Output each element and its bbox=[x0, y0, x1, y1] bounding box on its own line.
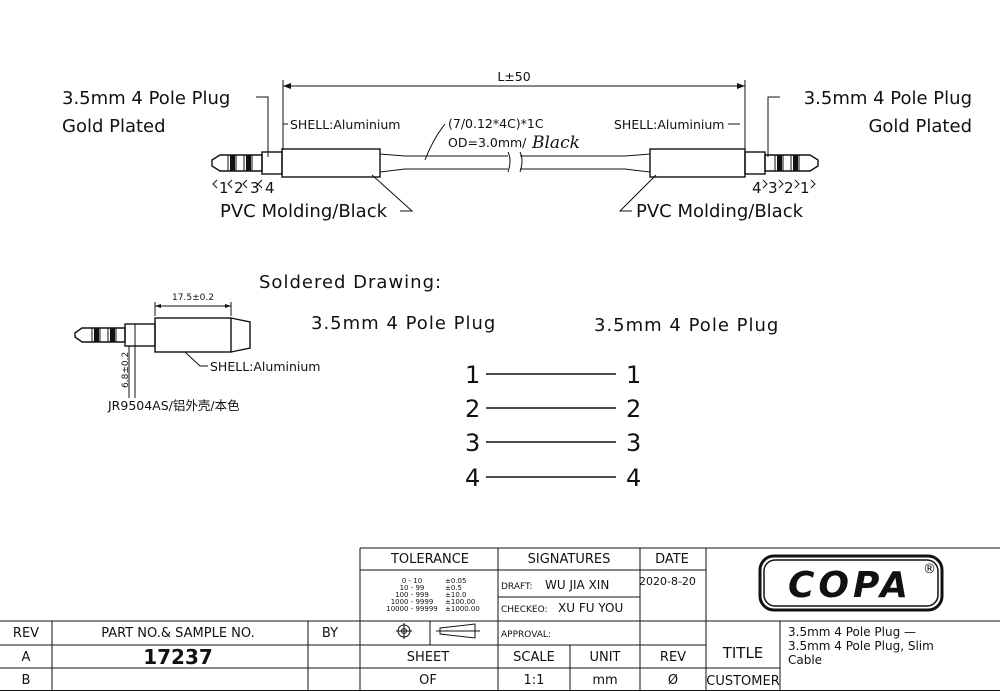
rev2-value: Ø bbox=[668, 673, 678, 688]
rev-a: A bbox=[22, 650, 31, 665]
rev-b: B bbox=[22, 673, 31, 688]
scale-header: SCALE bbox=[513, 650, 555, 665]
pin-right-4: 4 bbox=[752, 179, 762, 197]
right-plug-leader bbox=[767, 96, 780, 157]
molding-left-leader bbox=[371, 174, 414, 212]
pins-left: 1 2 3 4 bbox=[212, 179, 275, 197]
draft-name: WU JIA XIN bbox=[545, 578, 609, 592]
left-plug bbox=[211, 148, 511, 178]
tol-range-5: 10000 - 99999 bbox=[386, 605, 438, 613]
tol-value-2: ±0.5 bbox=[445, 584, 462, 592]
shell-right-label: SHELL:Aluminium bbox=[614, 117, 724, 132]
approval-label: APPROVAL: bbox=[501, 630, 551, 640]
pin-left-4: 4 bbox=[265, 179, 275, 197]
pin-right-2: 2 bbox=[784, 179, 794, 197]
soldered-left-header: 3.5mm 4 Pole Plug bbox=[311, 313, 496, 334]
tol-range-1: 0 - 10 bbox=[402, 577, 422, 585]
cable-spec-leader bbox=[424, 123, 446, 161]
draft-label: DRAFT: bbox=[501, 582, 533, 592]
right-plug-label-1: 3.5mm 4 Pole Plug bbox=[804, 88, 972, 109]
detail-dia-dim: 6.8±0.2 bbox=[121, 352, 131, 388]
soldered-title: Soldered Drawing: bbox=[259, 272, 442, 293]
solder-right-3: 3 bbox=[626, 429, 641, 457]
sheet-header: SHEET bbox=[407, 650, 449, 665]
signatures-header: SIGNATURES bbox=[528, 552, 611, 567]
solder-left-4: 4 bbox=[465, 464, 480, 492]
molding-right-label: PVC Molding/Black bbox=[636, 201, 804, 222]
solder-left-3: 3 bbox=[465, 429, 480, 457]
date-header: DATE bbox=[655, 552, 689, 567]
left-plug-label-1: 3.5mm 4 Pole Plug bbox=[62, 88, 230, 109]
cable-spec-color: Black bbox=[531, 133, 580, 153]
molding-left-label: PVC Molding/Black bbox=[220, 201, 388, 222]
projection-symbol bbox=[396, 623, 480, 639]
by-header: BY bbox=[322, 626, 338, 641]
cable-spec-1: (7/0.12*4C)*1C bbox=[448, 116, 544, 131]
rev2-header: REV bbox=[660, 650, 686, 665]
tol-range-3: 100 - 999 bbox=[395, 591, 429, 599]
pin-left-1: 1 bbox=[219, 179, 229, 197]
pin-left-3: 3 bbox=[250, 179, 260, 197]
part-header: PART NO.& SAMPLE NO. bbox=[101, 626, 255, 641]
tolerance-header: TOLERANCE bbox=[390, 552, 469, 567]
title-block: TOLERANCE 0 - 10 ±0.05 10 - 99 ±0.5 100 … bbox=[0, 547, 1000, 691]
molding-right-leader bbox=[618, 174, 657, 212]
detail-shell-label: SHELL:Aluminium bbox=[210, 359, 320, 374]
soldered-right-header: 3.5mm 4 Pole Plug bbox=[594, 315, 779, 336]
plug-detail-drawing: 17.5±0.2 6.8±0.2 SHELL:Aluminium JR9504A… bbox=[74, 293, 320, 413]
pin-right-3: 3 bbox=[768, 179, 778, 197]
soldered-drawing: Soldered Drawing: 3.5mm 4 Pole Plug 3.5m… bbox=[259, 272, 779, 492]
pins-right: 4 3 2 1 bbox=[752, 179, 816, 197]
tol-value-4: ±100.00 bbox=[445, 598, 475, 606]
detail-length-dim: 17.5±0.2 bbox=[172, 293, 214, 303]
part-number: 17237 bbox=[143, 645, 213, 669]
length-label: L±50 bbox=[497, 69, 530, 84]
arrow-right bbox=[737, 83, 745, 89]
right-plug-label-2: Gold Plated bbox=[868, 116, 972, 137]
solder-left-2: 2 bbox=[465, 395, 480, 423]
rev-header: REV bbox=[13, 626, 39, 641]
checked-label: CHECKEO: bbox=[501, 605, 548, 615]
shell-left-label: SHELL:Aluminium bbox=[290, 117, 400, 132]
title-label: TITLE bbox=[722, 644, 764, 662]
title-line-1: 3.5mm 4 Pole Plug — bbox=[788, 625, 916, 639]
draft-date: 2020-8-20 bbox=[639, 575, 696, 588]
logo-reg: ® bbox=[923, 562, 936, 577]
left-plug-leader bbox=[256, 96, 269, 157]
copa-logo: COPA ® bbox=[758, 554, 944, 612]
tol-range-2: 10 - 99 bbox=[400, 584, 425, 592]
detail-shell-leader bbox=[184, 351, 208, 367]
arrow-left bbox=[283, 83, 291, 89]
scale-value: 1:1 bbox=[524, 673, 545, 688]
tol-range-4: 1000 - 9999 bbox=[391, 598, 434, 606]
title-line-3: Cable bbox=[788, 653, 822, 667]
pin-right-1: 1 bbox=[800, 179, 810, 197]
tol-value-3: ±10.0 bbox=[445, 591, 466, 599]
customer-label: CUSTOMER bbox=[706, 674, 779, 689]
checked-name: XU FU YOU bbox=[558, 601, 623, 615]
sheet-value: OF bbox=[419, 673, 437, 688]
solder-right-2: 2 bbox=[626, 395, 641, 423]
tolerance-table: 0 - 10 ±0.05 10 - 99 ±0.5 100 - 999 ±10.… bbox=[386, 577, 480, 613]
unit-value: mm bbox=[592, 673, 617, 688]
detail-part-label: JR9504AS/铝外壳/本色 bbox=[107, 398, 240, 413]
tol-value-5: ±1000.00 bbox=[445, 605, 480, 613]
solder-right-4: 4 bbox=[626, 464, 641, 492]
solder-left-1: 1 bbox=[465, 361, 480, 389]
left-plug-label-2: Gold Plated bbox=[62, 116, 166, 137]
cable-spec-2: OD=3.0mm/ bbox=[448, 135, 527, 150]
tol-value-1: ±0.05 bbox=[445, 577, 466, 585]
right-plug bbox=[519, 148, 819, 178]
solder-right-1: 1 bbox=[626, 361, 641, 389]
unit-header: UNIT bbox=[589, 650, 620, 665]
cable-assembly-drawing: L±50 bbox=[62, 69, 972, 222]
logo-text: COPA bbox=[788, 565, 912, 606]
pin-left-2: 2 bbox=[234, 179, 244, 197]
title-line-2: 3.5mm 4 Pole Plug, Slim bbox=[788, 639, 934, 653]
